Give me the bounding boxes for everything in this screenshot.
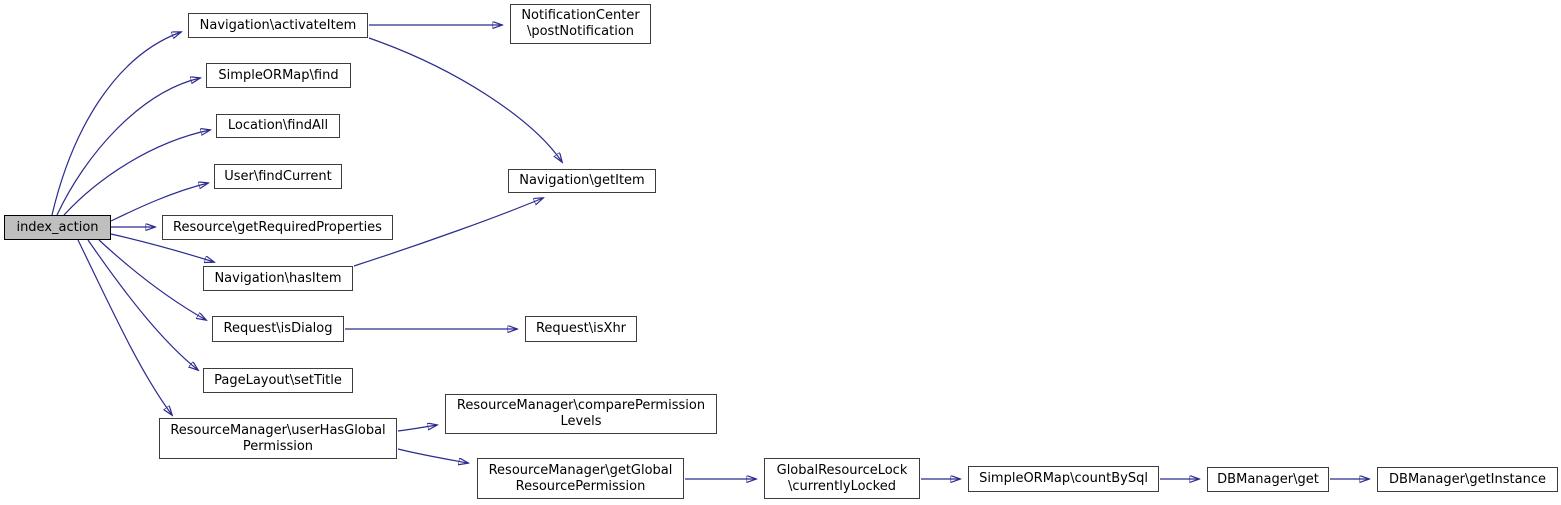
node-navigation-hasitem[interactable]: Navigation\hasItem (203, 266, 353, 291)
node-location-findall[interactable]: Location\findAll (216, 114, 340, 138)
node-dbmanager-get[interactable]: DBManager\get (1207, 467, 1329, 492)
node-user-findcurrent[interactable]: User\findCurrent (214, 164, 342, 189)
edge-index_action-to-findAll (63, 130, 210, 216)
node-globalresourcelock-currentlylocked[interactable]: GlobalResourceLock \currentlyLocked (764, 458, 920, 499)
edge-activateItem-to-getItem (368, 37, 562, 162)
edge-userHasGlobal-to-getGlobalResource (397, 448, 468, 463)
edge-index_action-to-findCurrent (110, 183, 208, 222)
node-navigation-getitem[interactable]: Navigation\getItem (508, 169, 656, 193)
node-index-action: index_action (4, 215, 111, 240)
edge-index_action-to-activateItem (51, 32, 181, 216)
edge-index_action-to-hasItem (110, 233, 214, 262)
edge-index_action-to-setTitle (87, 239, 198, 370)
node-resourcemanager-getglobalresourcepermission[interactable]: ResourceManager\getGlobal ResourcePermis… (477, 458, 684, 499)
edge-index_action-to-find (56, 78, 200, 216)
node-simpleormap-find[interactable]: SimpleORMap\find (206, 63, 351, 88)
node-resource-getrequiredproperties[interactable]: Resource\getRequiredProperties (162, 215, 393, 240)
edge-index_action-to-isDialog (98, 239, 206, 320)
edge-userHasGlobal-to-comparePermission (397, 425, 437, 432)
node-request-isxhr[interactable]: Request\isXhr (525, 316, 637, 342)
node-simpleormap-countbysql[interactable]: SimpleORMap\countBySql (968, 466, 1159, 492)
node-navigation-activateitem[interactable]: Navigation\activateItem (188, 13, 368, 38)
edge-hasItem-to-getItem (353, 198, 543, 267)
node-resourcemanager-userhasglobalpermission[interactable]: ResourceManager\userHasGlobal Permission (159, 418, 397, 459)
node-request-isdialog[interactable]: Request\isDialog (212, 316, 344, 342)
node-pagelayout-settitle[interactable]: PageLayout\setTitle (203, 368, 353, 393)
edge-index_action-to-userHasGlobalPermission (77, 239, 172, 415)
node-resourcemanager-comparepermissionlevels[interactable]: ResourceManager\comparePermission Levels (445, 394, 717, 434)
node-notificationcenter-postnotification[interactable]: NotificationCenter \postNotification (510, 4, 651, 44)
node-dbmanager-getinstance[interactable]: DBManager\getInstance (1377, 467, 1558, 492)
